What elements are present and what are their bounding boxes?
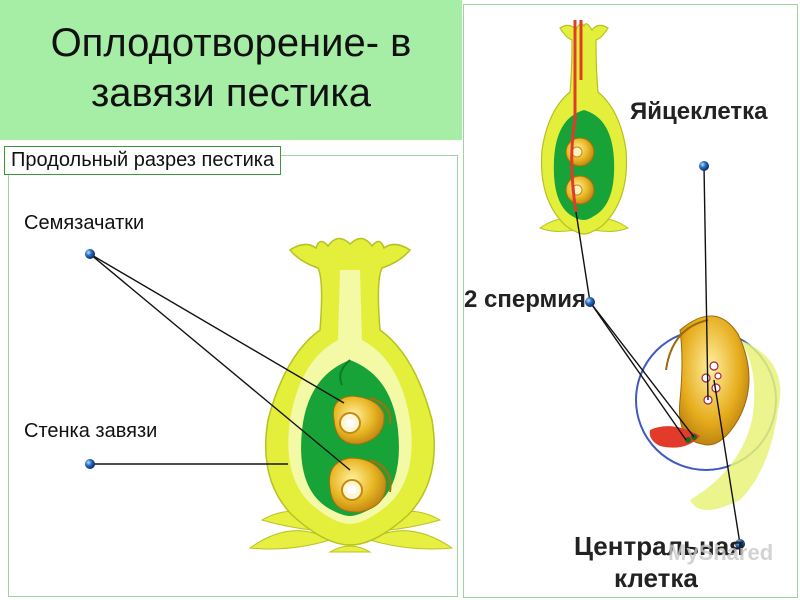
ovule-upper: [332, 395, 392, 445]
label-central-cell-line-1: Центральная: [574, 531, 745, 561]
section-label: Продольный разрез пестика: [4, 146, 282, 175]
left-pointer-lines: [89, 253, 351, 471]
pointer-dot-icon: [699, 161, 709, 171]
ovule-lower: [328, 457, 392, 513]
pointer-dot-icon: [85, 249, 95, 259]
right-diagram-panel: [463, 4, 798, 598]
page-title: Оплодотворение- в завязи пестика: [0, 18, 462, 118]
pointer-dot-icon: [735, 539, 745, 549]
title-line-1: Оплодотворение- в: [50, 21, 412, 65]
watermark: MyShared: [668, 540, 774, 565]
ovule-zoom: [635, 315, 781, 510]
title-line-2: завязи пестика: [90, 71, 372, 115]
title-background: [0, 0, 462, 140]
right-pointer-lines: [575, 165, 741, 545]
small-ovule-lower: [565, 175, 595, 205]
small-ovule-upper: [565, 137, 595, 167]
label-ovary-wall: Стенка завязи: [24, 420, 158, 442]
pollen-tube: [570, 20, 578, 213]
label-egg-cell: Яйцеклетка: [630, 98, 768, 125]
label-central-cell-line-2: клетка: [614, 563, 698, 593]
pointer-dots: [85, 161, 745, 549]
left-pistil: [248, 237, 454, 553]
pointer-dot-icon: [85, 459, 95, 469]
label-central-cell: Центральная клетка: [574, 530, 744, 594]
label-ovules: Семязачатки: [24, 212, 145, 234]
label-sperms: 2 спермия: [464, 286, 587, 313]
pointer-dot-icon: [585, 297, 595, 307]
small-pistil: [538, 20, 630, 235]
